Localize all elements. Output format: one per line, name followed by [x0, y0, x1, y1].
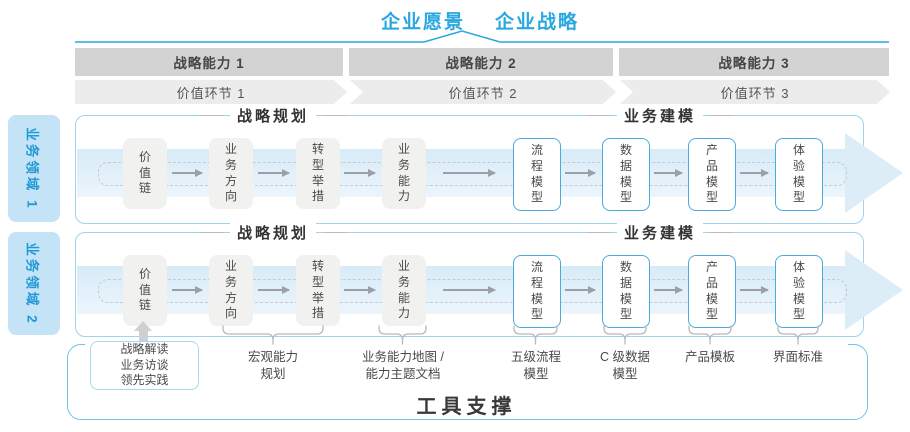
arrow-right-icon	[258, 169, 290, 176]
box-value-chain: 价值链	[123, 255, 167, 326]
arrow-right-icon	[654, 286, 683, 293]
footer-border-cover	[85, 342, 848, 347]
note-capability-map: 业务能力地图 / 能力主题文档	[362, 350, 444, 381]
modeling-header-label: 业务建模	[617, 222, 704, 243]
box-label: 业务能力	[397, 142, 410, 204]
box-label: 流程模型	[530, 260, 543, 322]
header-line-right	[323, 231, 348, 234]
box-value-chain: 价值链	[123, 138, 167, 209]
arrow-right-icon	[258, 286, 290, 293]
box-product-model: 产品模型	[688, 138, 736, 211]
arrow-right-icon	[740, 169, 769, 176]
arrow-right-icon	[740, 286, 769, 293]
arrow-right-icon	[565, 169, 596, 176]
capability-band-1: 战略能力 1	[75, 48, 343, 76]
dashed-track	[98, 162, 847, 186]
modeling-header-label: 业务建模	[617, 105, 704, 126]
box-label: 体验模型	[792, 143, 805, 205]
planning-header-label: 战略规划	[230, 105, 317, 126]
arrow-right-icon	[172, 169, 203, 176]
header-line-left	[199, 114, 223, 117]
dashed-track	[98, 279, 847, 303]
title-strategy: 企业战略	[495, 12, 580, 33]
note-data-model: C 级数据 模型	[599, 350, 650, 381]
box-business-capability: 业务能力	[382, 255, 426, 326]
box-label: 产品模型	[705, 143, 718, 205]
arrow-right-icon	[172, 286, 203, 293]
box-experience-model: 体验模型	[775, 255, 823, 328]
arrow-right-icon	[344, 286, 376, 293]
box-label: 数据模型	[619, 260, 632, 322]
flow-row-domain-2: 战略规划 业务建模 价值链 业务方向 转型举措 业务能力 流程模型 数据模型 产…	[75, 222, 903, 337]
box-process-model: 流程模型	[513, 138, 561, 211]
arrow-up-icon	[134, 321, 152, 343]
page-title: 企业愿景 企业战略	[0, 7, 910, 34]
planning-header: 战略规划	[199, 222, 348, 243]
note-product-template: 产品模板	[684, 350, 735, 364]
value-link-2: 价值环节 2	[350, 80, 616, 104]
modeling-header: 业务建模	[586, 105, 735, 126]
box-label: 业务能力	[397, 259, 410, 321]
box-label: 产品模型	[705, 260, 718, 322]
planning-header: 战略规划	[199, 105, 348, 126]
practice-box: 战略解读 业务访谈 领先实践	[90, 341, 199, 390]
flow-row-domain-1: 战略规划 业务建模 价值链 业务方向 转型举措 业务能力 流程模型 数据模型 产…	[75, 105, 903, 224]
box-experience-model: 体验模型	[775, 138, 823, 211]
arrow-right-icon	[654, 169, 683, 176]
box-business-direction: 业务方向	[209, 255, 253, 326]
header-line-left	[586, 114, 610, 117]
box-transformation-initiatives: 转型举措	[296, 138, 340, 209]
value-link-1: 价值环节 1	[75, 80, 347, 104]
modeling-header: 业务建模	[586, 222, 735, 243]
box-label: 价值链	[138, 267, 151, 313]
box-label: 转型举措	[311, 259, 324, 321]
value-link-3: 价值环节 3	[620, 80, 890, 104]
title-vision: 企业愿景	[380, 12, 465, 33]
capability-band-2: 战略能力 2	[349, 48, 613, 76]
box-process-model: 流程模型	[513, 255, 561, 328]
box-business-direction: 业务方向	[209, 138, 253, 209]
header-line-right	[710, 231, 735, 234]
planning-header-label: 战略规划	[230, 222, 317, 243]
box-label: 业务方向	[224, 142, 237, 204]
flow-band-arrowhead-icon	[845, 250, 903, 330]
note-macro-capability: 宏观能力 规划	[247, 350, 298, 381]
box-business-capability: 业务能力	[382, 138, 426, 209]
domain-tab-2: 业务领域 2	[8, 232, 60, 335]
box-data-model: 数据模型	[602, 138, 650, 211]
arrow-right-icon	[565, 286, 596, 293]
box-label: 流程模型	[530, 143, 543, 205]
box-label: 数据模型	[619, 143, 632, 205]
note-ui-standard: 界面标准	[772, 350, 823, 364]
box-product-model: 产品模型	[688, 255, 736, 328]
domain-tab-2-label: 业务领域 2	[25, 241, 41, 326]
header-line-right	[323, 114, 348, 117]
tool-support-label: 工具支撑	[416, 396, 517, 418]
arrow-right-icon	[344, 169, 376, 176]
arrow-right-icon	[443, 286, 496, 293]
box-data-model: 数据模型	[602, 255, 650, 328]
box-label: 业务方向	[224, 259, 237, 321]
domain-tab-1-label: 业务领域 1	[25, 126, 41, 211]
header-line-left	[199, 231, 223, 234]
capability-band-3: 战略能力 3	[619, 48, 889, 76]
header-line-left	[586, 231, 610, 234]
box-transformation-initiatives: 转型举措	[296, 255, 340, 326]
note-process-model: 五级流程 模型	[510, 350, 561, 381]
arrow-right-icon	[443, 169, 496, 176]
domain-tab-1: 业务领域 1	[8, 115, 60, 222]
header-line-right	[710, 114, 735, 117]
box-label: 转型举措	[311, 142, 324, 204]
box-label: 体验模型	[792, 260, 805, 322]
box-label: 价值链	[138, 150, 151, 196]
flow-band-arrowhead-icon	[845, 133, 903, 213]
